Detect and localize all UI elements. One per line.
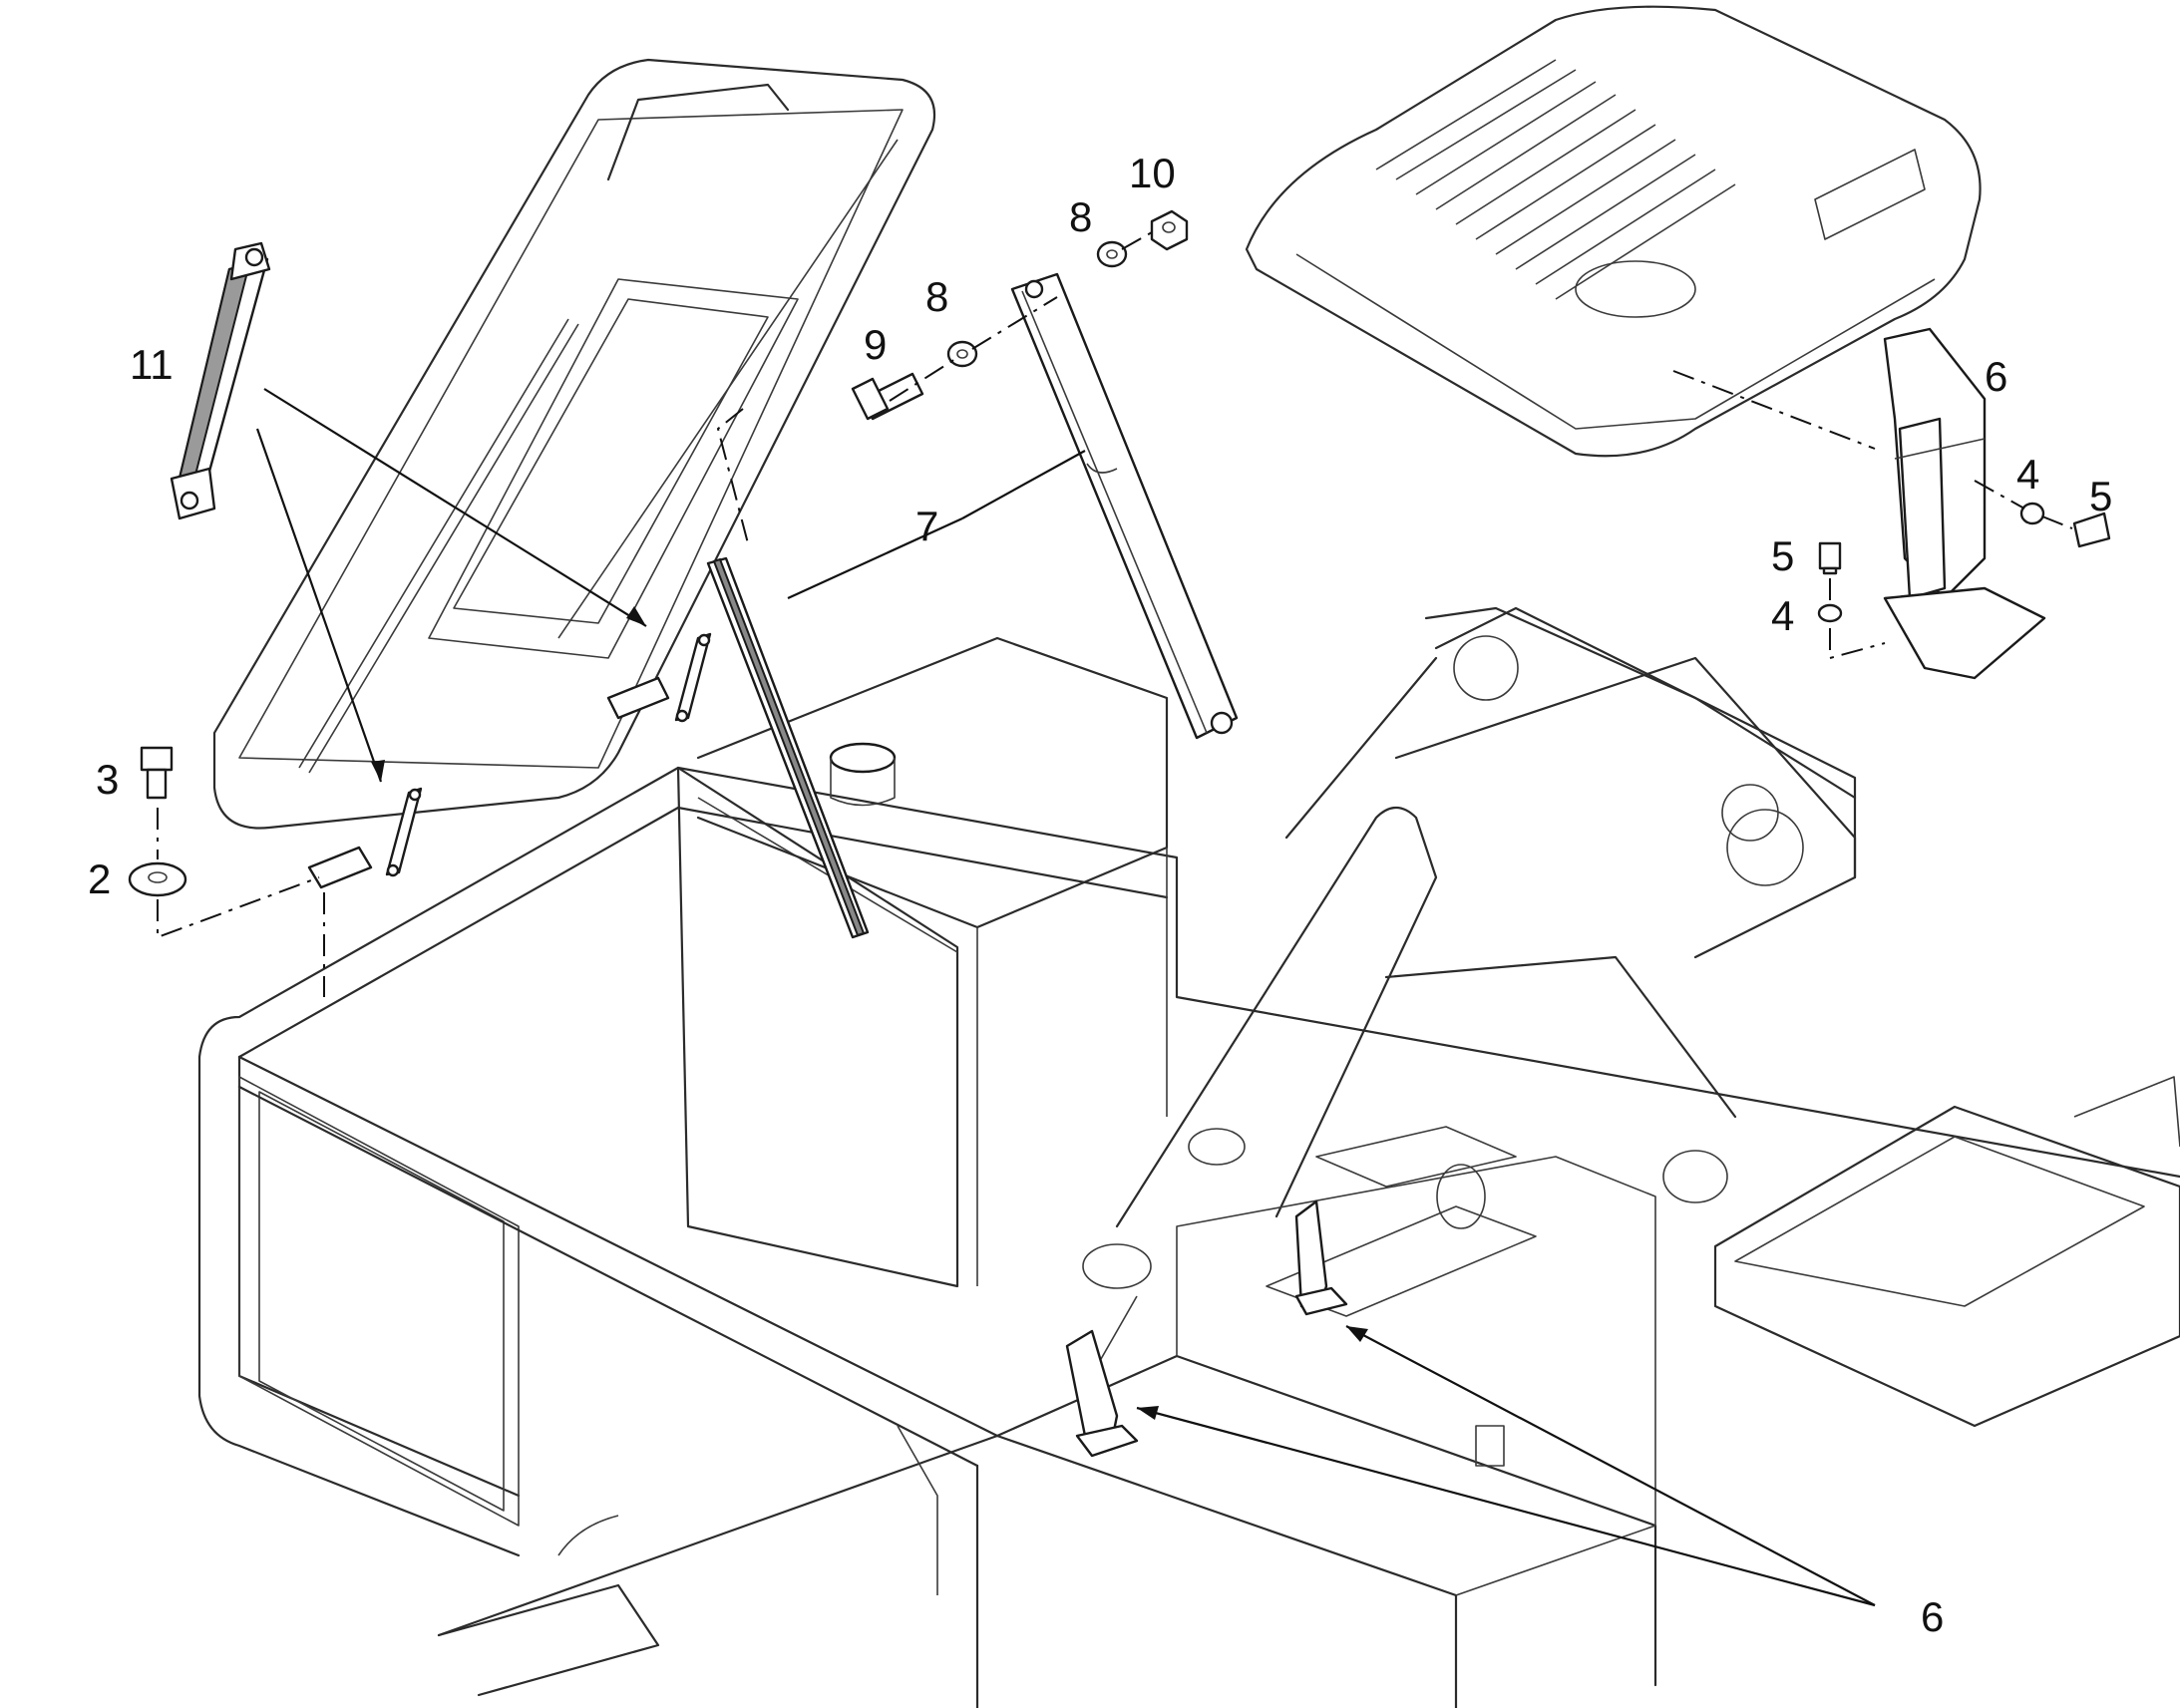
main-frame bbox=[197, 606, 2180, 1708]
callout-3: 3 bbox=[96, 756, 119, 803]
latch-6-exploded bbox=[1883, 327, 2046, 680]
callout-9: 9 bbox=[864, 321, 887, 368]
callout-8-upper: 8 bbox=[1069, 193, 1092, 240]
callout-5-upper: 5 bbox=[2089, 473, 2112, 519]
washer-2 bbox=[128, 861, 187, 897]
nut-10 bbox=[1150, 209, 1189, 251]
hinge-brackets bbox=[307, 676, 670, 889]
leader-lines bbox=[255, 388, 1876, 1607]
bolt-9 bbox=[851, 372, 924, 421]
callout-7: 7 bbox=[915, 503, 938, 549]
gas-spring-small-a bbox=[674, 632, 712, 723]
washer-4a bbox=[2019, 502, 2045, 525]
cover-vent-slots bbox=[1375, 59, 1736, 300]
latch-6-frame-b bbox=[1294, 1199, 1348, 1316]
callout-10: 10 bbox=[1129, 150, 1176, 196]
bolt-5b bbox=[1818, 541, 1842, 575]
callout-8-lower: 8 bbox=[925, 273, 948, 320]
assembly-lines bbox=[157, 231, 2073, 997]
washer-8b bbox=[1096, 240, 1128, 268]
stay-rod-b bbox=[1010, 272, 1239, 740]
callout-11: 11 bbox=[130, 341, 174, 388]
washer-8a bbox=[946, 340, 978, 368]
callout-5-lower: 5 bbox=[1771, 532, 1794, 579]
callout-4-upper: 4 bbox=[2016, 451, 2039, 498]
engine-cover bbox=[1245, 5, 1982, 458]
callout-6-lower: 6 bbox=[1921, 1593, 1944, 1640]
bolt-3 bbox=[140, 746, 174, 800]
callout-6-upper: 6 bbox=[1985, 353, 2007, 400]
washer-4b bbox=[1817, 603, 1843, 623]
gas-spring-large bbox=[170, 241, 271, 520]
latch-6-frame-a bbox=[1065, 1329, 1139, 1458]
gas-spring-small-b bbox=[385, 787, 423, 877]
callout-2: 2 bbox=[88, 855, 111, 902]
bolt-5a bbox=[2072, 512, 2111, 548]
callout-4-lower: 4 bbox=[1771, 592, 1794, 639]
callout-labels: 11 10 8 8 9 7 6 4 5 5 4 3 2 6 bbox=[88, 150, 2112, 1640]
engine-hood bbox=[212, 58, 936, 830]
stay-rod-a bbox=[706, 556, 870, 939]
